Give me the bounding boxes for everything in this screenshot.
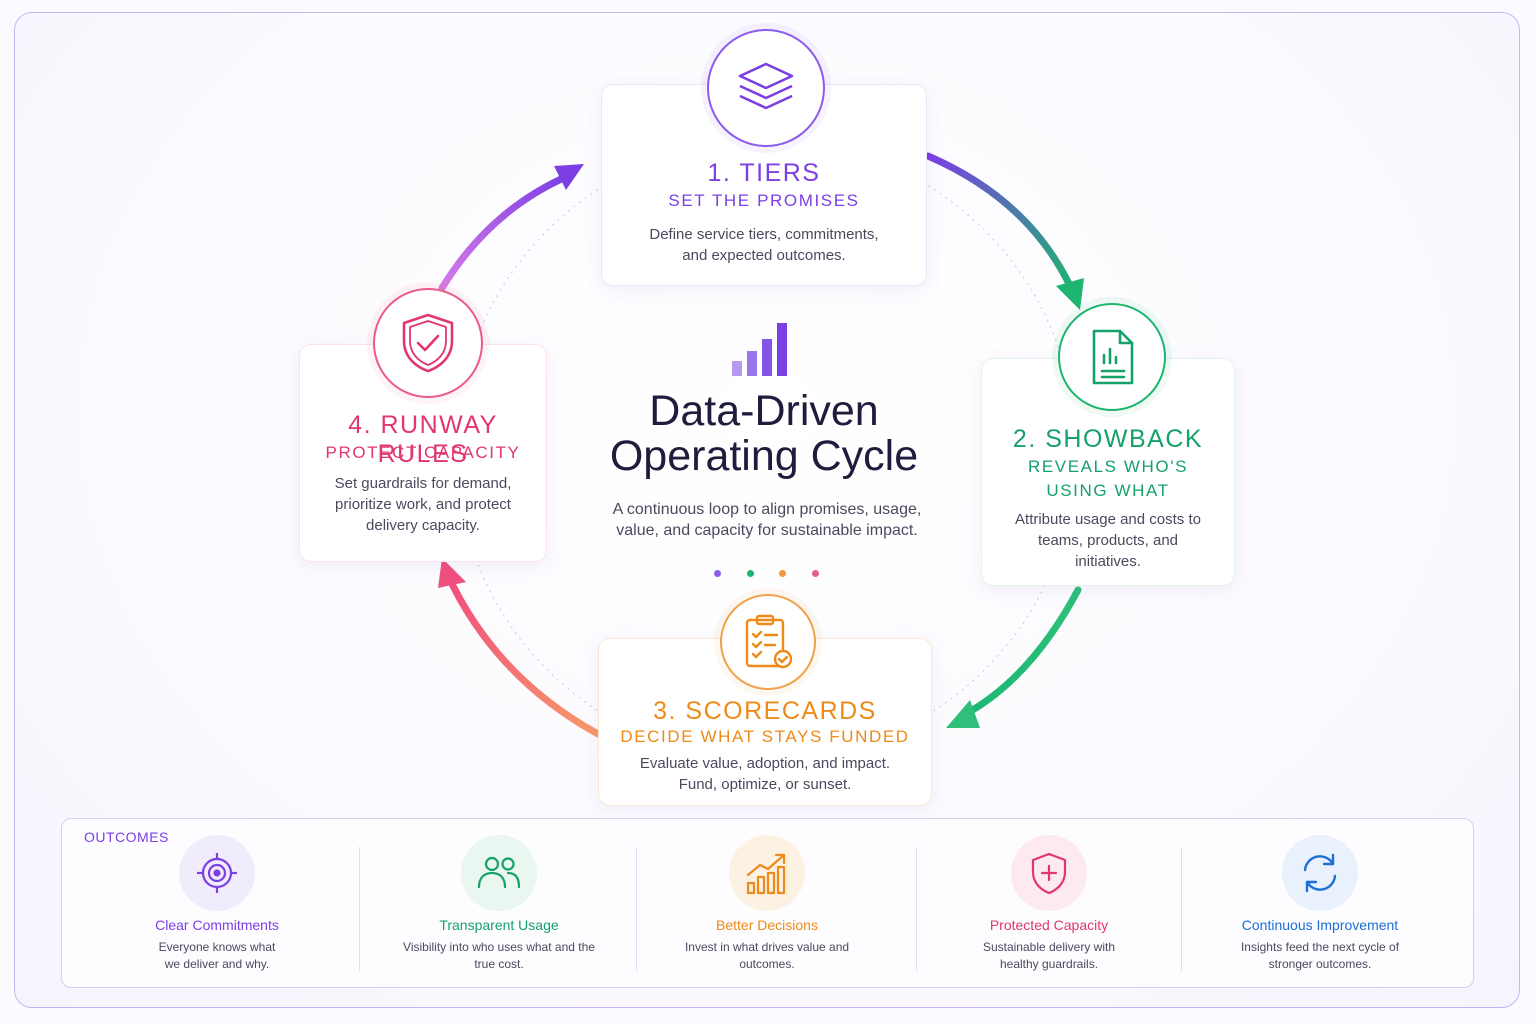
arrowhead-tiers-to-showback: [1056, 278, 1084, 310]
step-icon-circle-showback: [1058, 303, 1166, 411]
step-title: 4. RUNWAY RULES: [348, 411, 498, 468]
arrow-tiers-to-showback: [924, 152, 1076, 294]
outcome-transparent-usage: Transparent Usage Visibility into who us…: [403, 819, 595, 989]
outcome-clear-commitments: Clear Commitments Everyone knows what we…: [122, 819, 312, 989]
step-description: Attribute usage and costs to teams, prod…: [1015, 511, 1201, 570]
outcome-divider: [636, 847, 637, 971]
dot-purple: [714, 570, 721, 577]
outcome-divider: [916, 847, 917, 971]
outcome-description: Sustainable delivery with healthy guardr…: [982, 940, 1116, 971]
step-title: 3. SCORECARDS: [653, 697, 877, 725]
step-description: Evaluate value, adoption, and impact. Fu…: [639, 755, 891, 793]
center-description: A continuous loop to align promises, usa…: [612, 501, 922, 539]
step-subtitle: REVEALS WHO'S USING WHAT: [1027, 457, 1189, 500]
arrowhead-scorecards-to-runway: [438, 558, 466, 588]
arrowhead-runway-to-tiers: [554, 164, 584, 190]
clipboard-check-icon: [745, 614, 793, 669]
step-card-runway-rules: 4. RUNWAY RULES PROTECT CAPACITY Set gua…: [299, 344, 547, 562]
bar-chart-icon: [732, 323, 787, 376]
step-description: Set guardrails for demand, prioritize wo…: [334, 475, 512, 534]
outcome-title: Transparent Usage: [439, 917, 559, 933]
center-title-line1: Data-Driven: [649, 387, 879, 435]
shield-plus-icon: [1031, 852, 1067, 895]
outcome-description: Visibility into who uses what and the tr…: [403, 940, 595, 971]
outcome-title: Clear Commitments: [155, 917, 279, 933]
outcome-divider: [1181, 847, 1182, 971]
arrow-runway-to-tiers: [438, 172, 572, 292]
step-subtitle: SET THE PROMISES: [668, 191, 860, 210]
dot-orange: [779, 570, 786, 577]
step-subtitle: PROTECT CAPACITY: [325, 443, 521, 462]
outcome-continuous-improvement: Continuous Improvement Insights feed the…: [1220, 819, 1420, 989]
step-card-tiers: 1. TIERS SET THE PROMISES Define service…: [601, 84, 927, 286]
outcome-icon-circle: [1011, 835, 1087, 911]
arrow-scorecards-to-runway: [448, 580, 602, 738]
target-icon: [197, 853, 237, 893]
outcome-title: Continuous Improvement: [1241, 917, 1399, 933]
outcome-icon-circle: [179, 835, 255, 911]
refresh-cycle-icon: [1303, 853, 1337, 893]
step-icon-circle-scorecards: [720, 594, 816, 690]
step-icon-circle-runway-rules: [373, 288, 483, 398]
outcome-title: Better Decisions: [716, 917, 818, 933]
outcome-icon-circle: [729, 835, 805, 911]
step-description: Define service tiers, commitments, and e…: [649, 226, 879, 264]
outcome-icon-circle: [461, 835, 537, 911]
outcome-icon-circle: [1282, 835, 1358, 911]
outcome-better-decisions: Better Decisions Invest in what drives v…: [672, 819, 862, 989]
outcome-protected-capacity: Protected Capacity Sustainable delivery …: [954, 819, 1144, 989]
arrow-showback-to-scorecards: [958, 586, 1082, 720]
center-title-line2: Operating Cycle: [609, 432, 919, 480]
layers-icon: [738, 62, 794, 110]
dot-green: [747, 570, 754, 577]
trend-up-chart-icon: [746, 853, 786, 895]
step-subtitle: DECIDE WHAT STAYS FUNDED: [620, 727, 910, 746]
dot-pink: [812, 570, 819, 577]
outcome-description: Insights feed the next cycle of stronger…: [1240, 940, 1400, 971]
report-document-icon: [1092, 329, 1134, 385]
outcome-divider: [359, 847, 360, 971]
step-title: 1. TIERS: [707, 159, 821, 187]
outcome-title: Protected Capacity: [989, 917, 1109, 933]
shield-check-icon: [402, 313, 454, 373]
users-icon: [477, 856, 521, 889]
outcome-description: Invest in what drives value and outcomes…: [684, 940, 850, 971]
arrowhead-showback-to-scorecards: [946, 700, 980, 728]
outcome-description: Everyone knows what we deliver and why.: [158, 940, 276, 971]
outcomes-label: OUTCOMES: [84, 829, 169, 845]
step-icon-circle-tiers: [707, 29, 825, 147]
step-title: 2. SHOWBACK: [1012, 425, 1204, 453]
outcomes-panel: OUTCOMES Clear Commitments Everyone know…: [61, 818, 1474, 988]
